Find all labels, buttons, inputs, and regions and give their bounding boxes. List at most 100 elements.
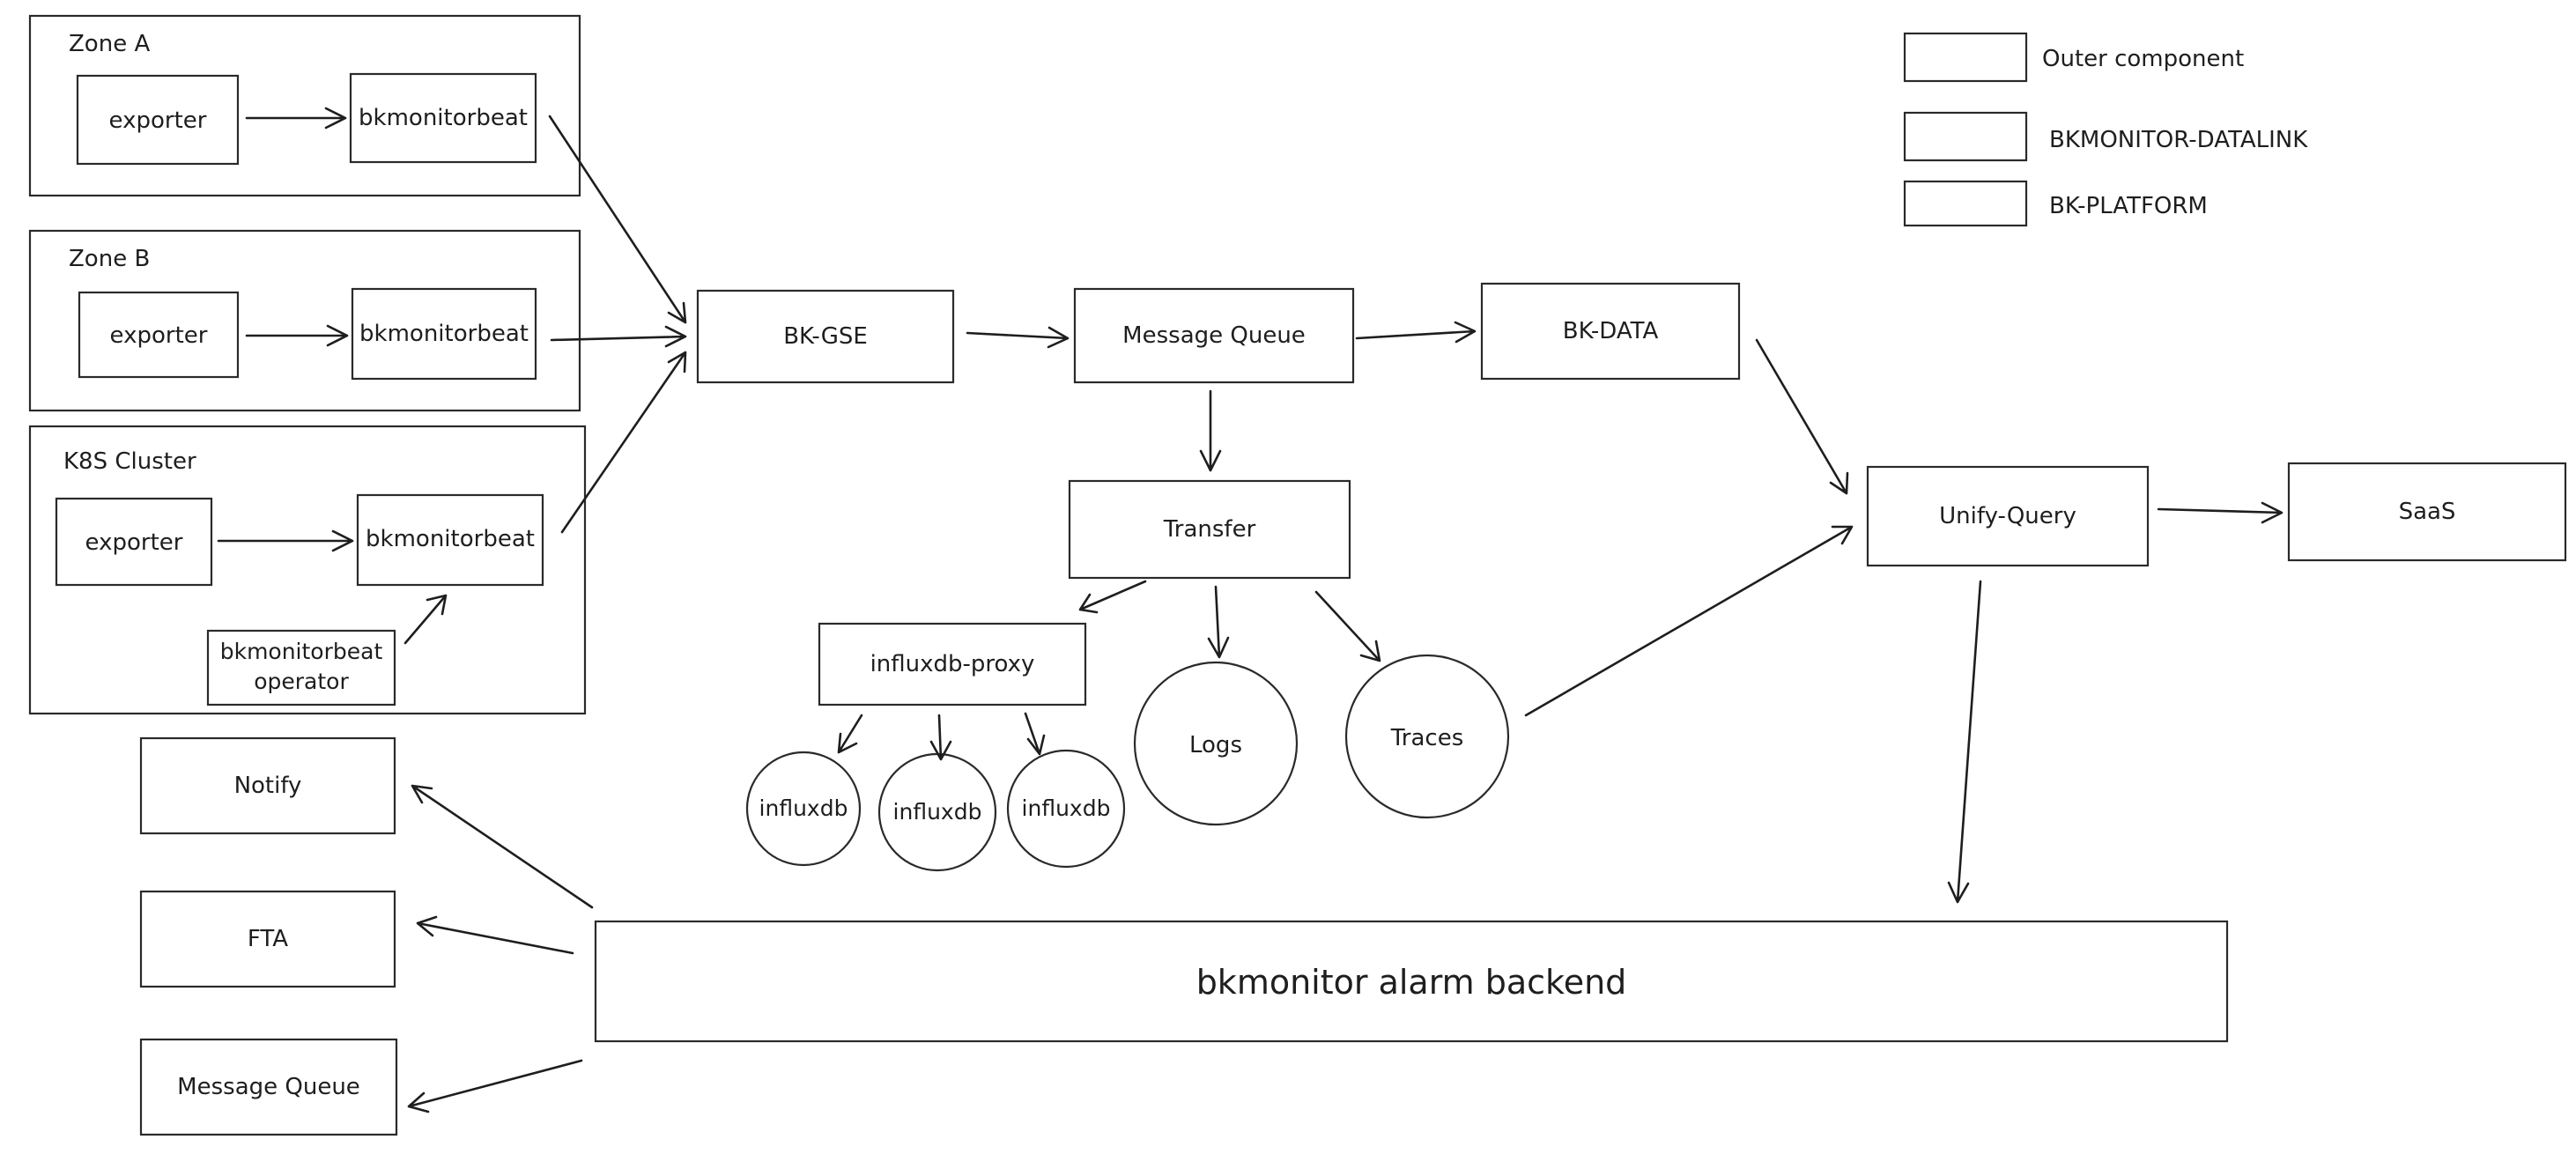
- node-bk-data-box: [1480, 282, 1741, 381]
- edge-bkmonitorbeat-k8s-to-bk-gse: [560, 351, 687, 534]
- node-bkmonitorbeat-operator-line1: bkmonitorbeat: [220, 639, 383, 664]
- edge-message-queue-to-transfer: [1199, 389, 1222, 472]
- node-exporter-k8s-label: exporter: [85, 529, 183, 556]
- legend: Outer component BKMONITOR-DATALINK BK-PL…: [1903, 32, 2308, 227]
- edge-bk-data-to-unify-query: [1755, 338, 1849, 495]
- edge-influxdb-proxy-to-influxdb-2: [929, 714, 952, 761]
- node-unify-query: Unify-Query: [1866, 465, 2150, 567]
- edge-bkmonitorbeat-b-to-bk-gse: [550, 325, 687, 348]
- node-logs-label: Logs: [1189, 732, 1242, 758]
- node-message-queue-out-box: [139, 1038, 398, 1136]
- node-influxdb-1: influxdb: [745, 751, 862, 867]
- node-saas-box: [2287, 462, 2567, 562]
- node-transfer-box: [1068, 479, 1351, 580]
- node-bk-data: BK-DATA: [1480, 282, 1741, 381]
- node-bk-gse-box: [696, 289, 955, 384]
- edge-traces-to-unify-query: [1524, 525, 1854, 717]
- edge-influxdb-proxy-to-influxdb-3: [1024, 712, 1046, 756]
- node-bkmonitorbeat-a-box: [349, 72, 537, 164]
- zone-k8s-label: K8S Cluster: [63, 448, 196, 475]
- node-fta-label: FTA: [248, 926, 288, 952]
- node-influxdb-proxy: influxdb-proxy: [818, 622, 1087, 706]
- node-saas: SaaS: [2287, 462, 2567, 562]
- node-bkmonitorbeat-k8s-box: [356, 493, 544, 587]
- legend-platform-swatch: [1903, 180, 2028, 227]
- edge-exporter-a-to-bkmonitorbeat-a: [245, 107, 347, 129]
- node-influxdb-3-label: influxdb: [1022, 795, 1111, 821]
- node-bk-data-label: BK-DATA: [1563, 318, 1659, 344]
- node-exporter-b: exporter: [78, 291, 240, 379]
- node-exporter-b-box: [78, 291, 240, 379]
- node-logs: Logs: [1133, 661, 1299, 826]
- edge-operator-to-bkmonitorbeat-k8s: [403, 594, 448, 645]
- node-message-queue-out: Message Queue: [139, 1038, 398, 1136]
- node-alarm-backend-box: [594, 920, 2229, 1043]
- node-bkmonitorbeat-operator: bkmonitorbeat operator: [206, 629, 396, 706]
- node-exporter-a: exporter: [76, 74, 240, 166]
- zone-b-label: Zone B: [69, 246, 150, 272]
- edges: [217, 107, 2284, 1113]
- edge-unify-query-to-saas: [2157, 501, 2284, 524]
- node-influxdb-proxy-box: [818, 622, 1087, 706]
- node-traces-circle: [1344, 654, 1510, 819]
- edge-transfer-to-traces: [1314, 590, 1381, 662]
- legend-datalink: BKMONITOR-DATALINK: [1903, 111, 2308, 162]
- node-traces: Traces: [1344, 654, 1510, 819]
- node-unify-query-box: [1866, 465, 2150, 567]
- edge-alarm-backend-to-notify: [411, 784, 594, 909]
- node-alarm-backend-label: bkmonitor alarm backend: [1196, 963, 1627, 1002]
- zone-b: Zone B: [28, 229, 581, 412]
- legend-outer-component: Outer component: [1903, 32, 2244, 83]
- legend-outer-swatch: [1903, 32, 2028, 83]
- node-bkmonitorbeat-operator-box: [206, 629, 396, 706]
- node-exporter-k8s: exporter: [55, 497, 213, 587]
- edge-exporter-k8s-to-bkmonitorbeat-k8s: [217, 529, 354, 552]
- node-exporter-b-label: exporter: [110, 322, 208, 349]
- node-exporter-a-label: exporter: [109, 107, 207, 134]
- node-unify-query-label: Unify-Query: [1939, 503, 2076, 529]
- edge-alarm-backend-to-fta: [416, 915, 574, 955]
- node-transfer-label: Transfer: [1163, 516, 1256, 543]
- node-influxdb-1-label: influxdb: [759, 795, 848, 821]
- node-message-queue: Message Queue: [1073, 287, 1355, 384]
- node-logs-circle: [1133, 661, 1299, 826]
- node-traces-label: Traces: [1390, 725, 1464, 751]
- node-exporter-k8s-box: [55, 497, 213, 587]
- node-bkmonitorbeat-a-label: bkmonitorbeat: [359, 105, 528, 131]
- edge-bkmonitorbeat-a-to-bk-gse: [548, 115, 687, 324]
- node-notify-box: [139, 736, 396, 835]
- zone-a-label: Zone A: [69, 31, 150, 57]
- zone-b-frame: [28, 229, 581, 412]
- legend-platform-label: BK-PLATFORM: [2049, 193, 2208, 219]
- node-bkmonitorbeat-a: bkmonitorbeat: [349, 72, 537, 164]
- legend-platform: BK-PLATFORM: [1903, 180, 2208, 227]
- node-bkmonitorbeat-k8s-label: bkmonitorbeat: [366, 526, 535, 552]
- zone-a-frame: [28, 14, 581, 197]
- node-bkmonitorbeat-b-box: [351, 287, 537, 381]
- node-bkmonitorbeat-b-label: bkmonitorbeat: [359, 321, 529, 347]
- node-notify: Notify: [139, 736, 396, 835]
- node-notify-label: Notify: [234, 773, 302, 799]
- edge-unify-query-to-alarm-backend: [1947, 580, 1982, 904]
- node-influxdb-proxy-label: influxdb-proxy: [870, 651, 1035, 677]
- node-bkmonitorbeat-operator-line2: operator: [254, 669, 349, 694]
- zone-k8s: K8S Cluster: [28, 425, 587, 715]
- node-transfer: Transfer: [1068, 479, 1351, 580]
- node-influxdb-2-label: influxdb: [893, 799, 982, 825]
- node-message-queue-out-label: Message Queue: [177, 1074, 360, 1100]
- node-saas-label: SaaS: [2399, 499, 2456, 525]
- zone-k8s-frame: [28, 425, 587, 715]
- node-bk-gse: BK-GSE: [696, 289, 955, 384]
- node-bkmonitorbeat-k8s: bkmonitorbeat: [356, 493, 544, 587]
- legend-datalink-label: BKMONITOR-DATALINK: [2049, 127, 2308, 153]
- edge-influxdb-proxy-to-influxdb-1: [837, 714, 863, 754]
- node-message-queue-label: Message Queue: [1122, 322, 1306, 349]
- edge-transfer-to-influxdb-proxy: [1078, 580, 1147, 614]
- edge-alarm-backend-to-message-queue-out: [407, 1059, 583, 1113]
- node-bkmonitorbeat-b: bkmonitorbeat: [351, 287, 537, 381]
- node-influxdb-2: influxdb: [877, 752, 997, 872]
- node-influxdb-1-circle: [745, 751, 862, 867]
- edge-bk-gse-to-message-queue: [966, 326, 1070, 349]
- edge-message-queue-to-bk-data: [1355, 321, 1477, 344]
